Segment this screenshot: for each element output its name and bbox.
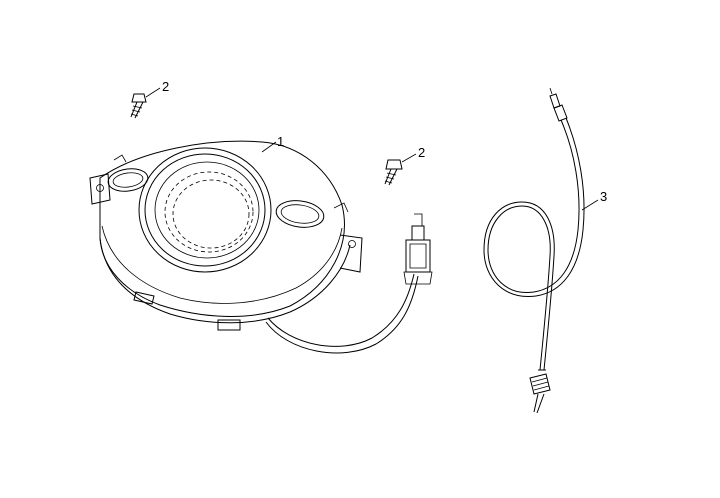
- screw-left: [130, 87, 161, 119]
- callout-2-left: 2: [162, 79, 169, 94]
- speedometer-housing: [89, 140, 433, 354]
- callout-3: 3: [600, 189, 607, 204]
- speedometer-cable: [483, 87, 599, 414]
- callout-2-right: 2: [418, 145, 425, 160]
- callout-1: 1: [277, 134, 284, 149]
- screw-right: [384, 153, 417, 186]
